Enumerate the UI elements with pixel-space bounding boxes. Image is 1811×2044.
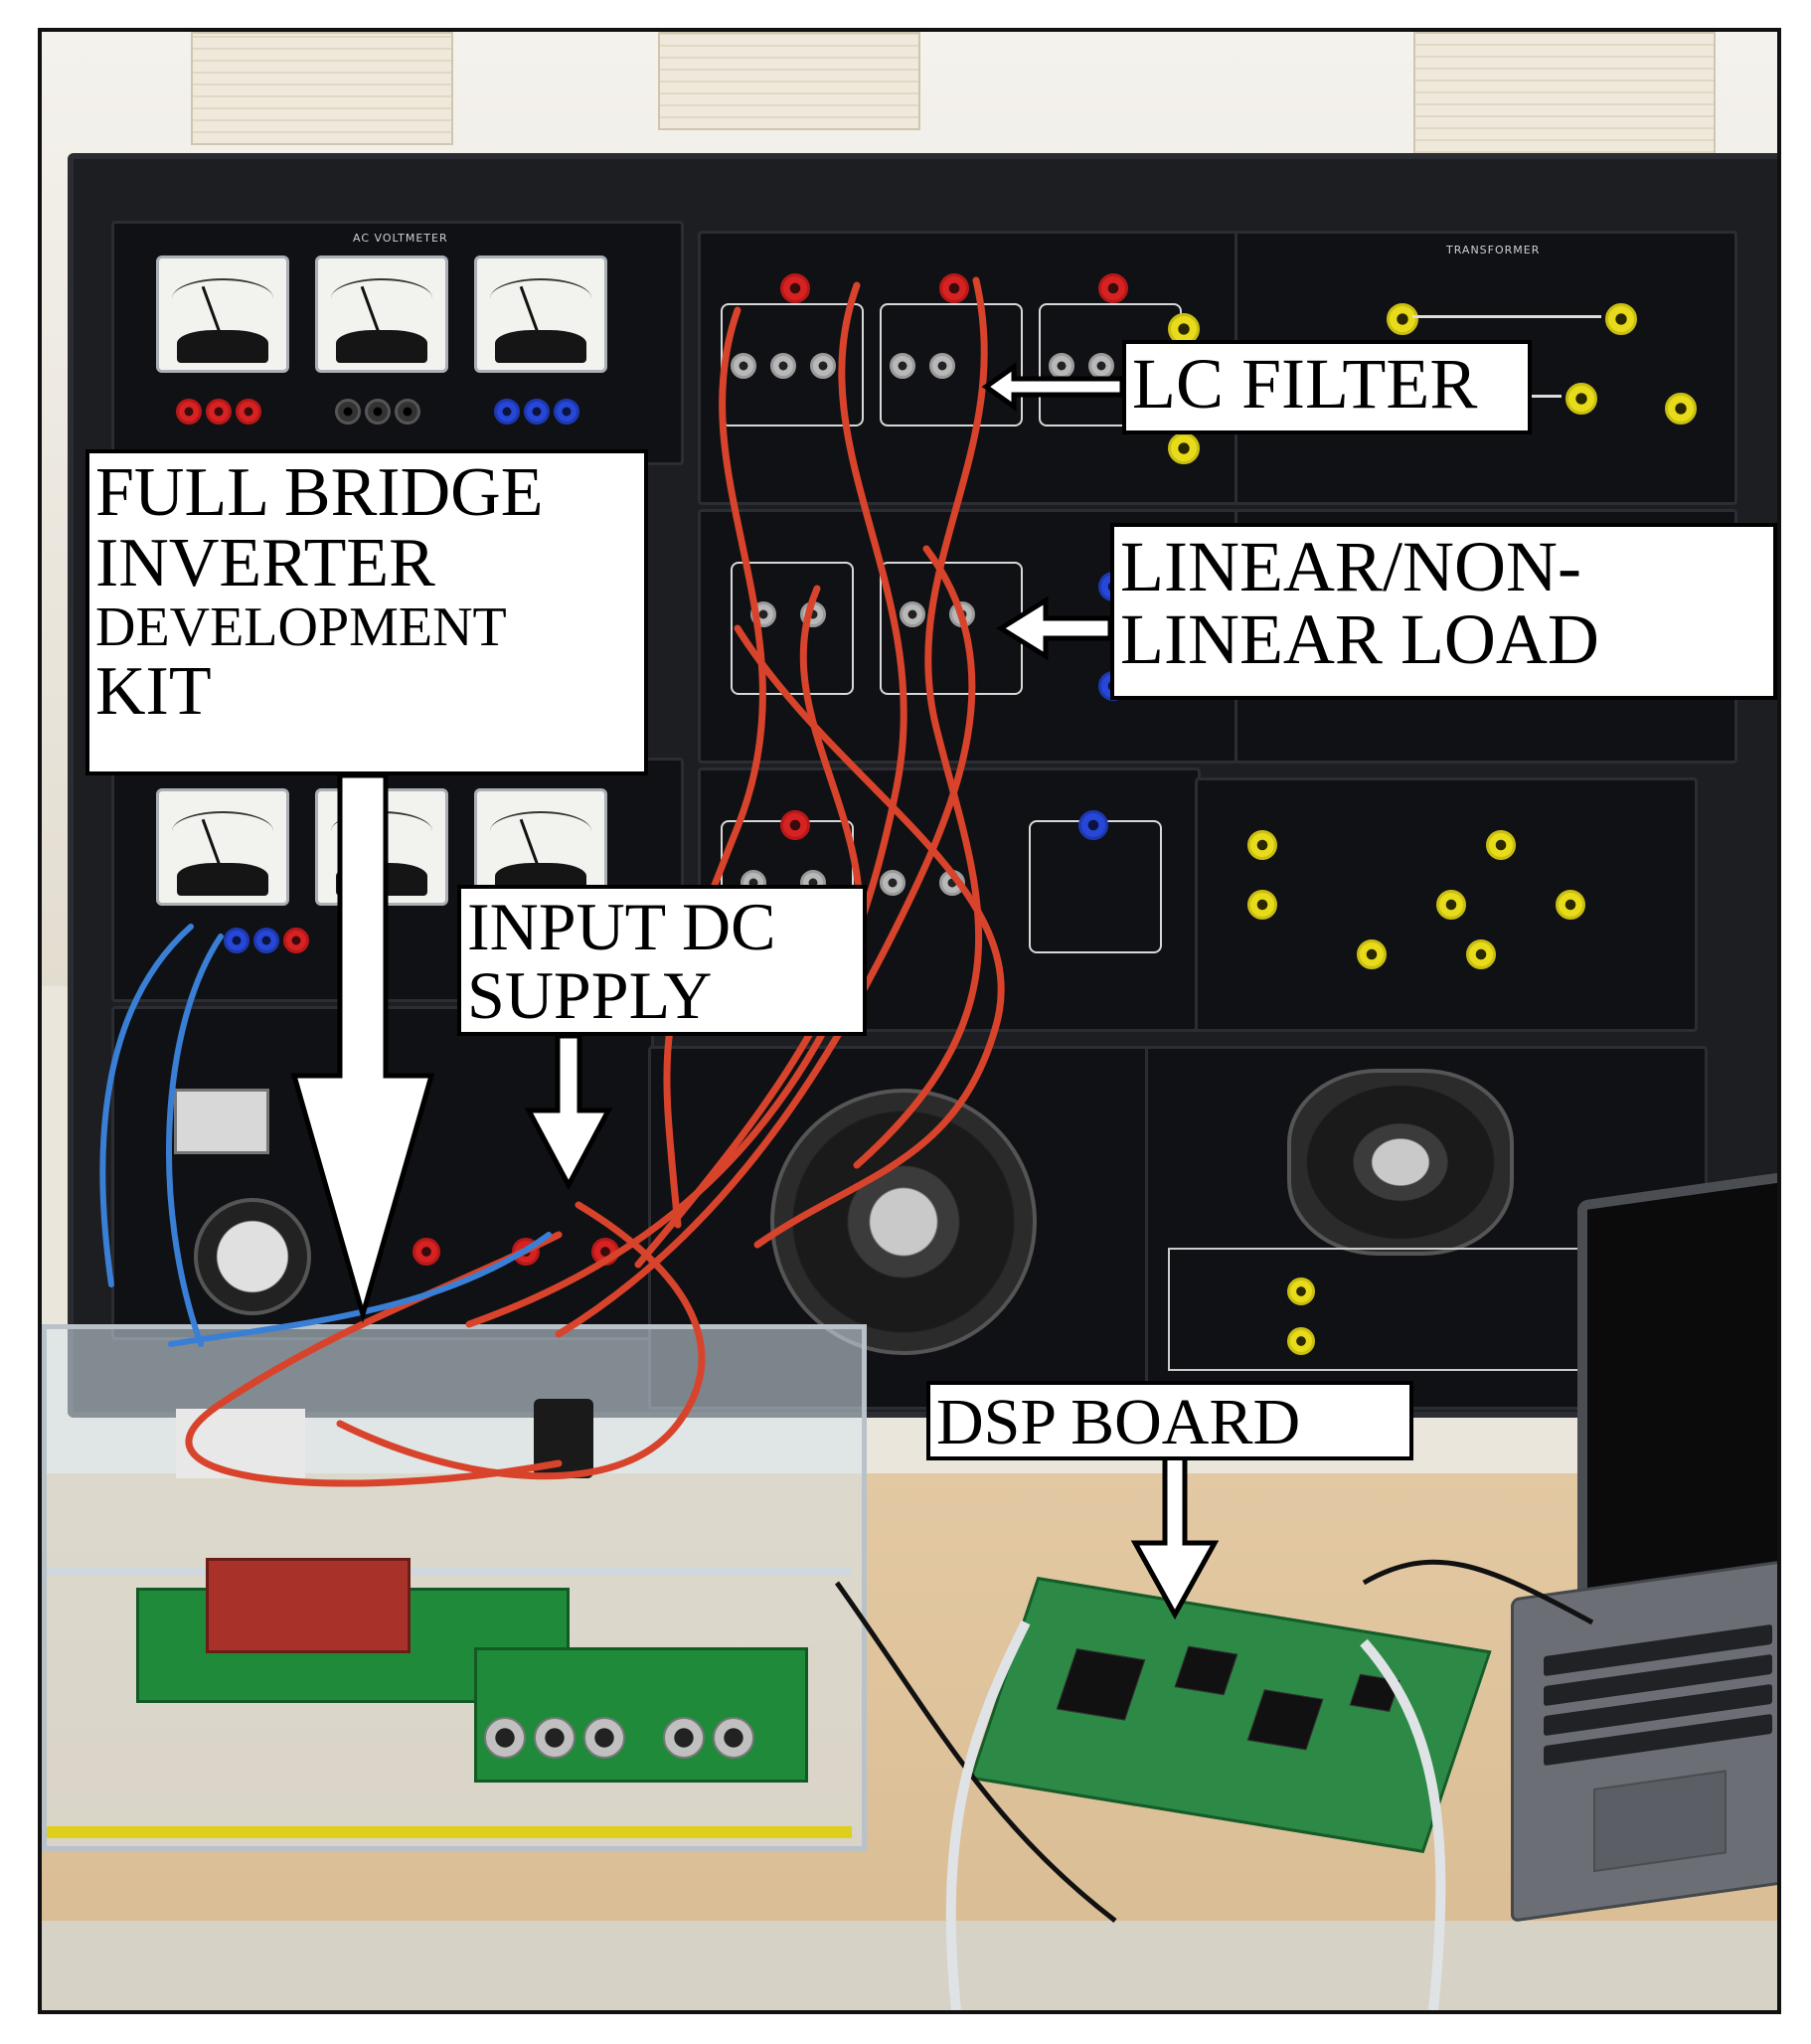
blue-jack [554,399,579,425]
yellow-jack [1287,1278,1315,1305]
lc-filter-label: LC FILTER [1122,340,1532,434]
load-left-arrow [996,596,1113,661]
label-line: FULL BRIDGE [95,454,544,531]
bnc-connector [583,1717,625,1759]
analog-meter [156,256,289,373]
yellow-jack [1565,383,1597,415]
blue-jack [494,399,520,425]
bnc-connector [663,1717,705,1759]
yellow-jack [1357,939,1387,969]
dsp-board-label: DSP BOARD [926,1381,1413,1460]
ac-voltmeter-panel: AC VOLTMETER [111,221,684,465]
panel-title: TRANSFORMER [1446,244,1541,256]
transformer-panel [1195,777,1698,1032]
yellow-jack [1556,890,1585,920]
inverter-kit-enclosure [42,1324,867,1851]
full-bridge-down-arrow [290,772,435,1324]
window-blind [1413,32,1716,165]
yellow-jack [1247,890,1277,920]
label-line: LINEAR/NON- [1120,527,1581,606]
yellow-jack [1287,1327,1315,1355]
window-blind [191,32,453,145]
shelf-edge [47,1568,852,1576]
dynamometer-wheel [1287,1069,1514,1256]
black-jack [365,399,391,425]
power-pcb [474,1647,808,1783]
yellow-edge-strip [47,1826,852,1838]
red-jack [1098,273,1128,303]
black-jack [395,399,420,425]
annotation-arrows [290,362,1220,1620]
yellow-jack [1665,393,1697,425]
label-line: KIT [95,652,212,730]
blue-jack [524,399,550,425]
full-bridge-label: FULL BRIDGE INVERTER DEVELOPMENT KIT [85,449,648,775]
analog-meter [315,256,448,373]
silver-jack [1088,353,1114,379]
red-jack [206,399,232,425]
red-jack [176,399,202,425]
photo-frame: AC VOLTMETER TRANSFORMER [38,28,1781,2014]
yellow-jack [1247,830,1277,860]
analog-meter [156,788,289,906]
input-dc-label: INPUT DC SUPPLY [457,885,867,1036]
bnc-connector [534,1717,576,1759]
label-line: LC FILTER [1132,344,1478,424]
winding-line [1412,315,1601,318]
panel-title: AC VOLTMETER [353,232,448,245]
lc-filter-left-arrow [981,362,1125,412]
label-line: INVERTER [95,525,435,602]
yellow-jack [1486,830,1516,860]
label-line: INPUT DC [467,889,776,964]
yellow-jack [1605,303,1637,335]
label-line: DSP BOARD [936,1386,1301,1458]
red-jack [283,928,309,953]
blue-jack [1078,810,1108,840]
label-line: SUPPLY [467,957,713,1034]
yellow-jack [1466,939,1496,969]
dsp-down-arrow [1130,1450,1220,1620]
red-jack [236,399,261,425]
blue-jack [224,928,249,953]
window-blind [658,32,920,130]
bnc-connector [713,1717,754,1759]
silver-jack [1049,353,1074,379]
input-dc-down-arrow [524,1033,613,1191]
blue-jack [253,928,279,953]
floor [42,1921,1777,2010]
bnc-connector [484,1717,526,1759]
label-line: LINEAR LOAD [1120,599,1599,680]
analog-meter [474,256,607,373]
yellow-jack [1387,303,1418,335]
yellow-jack [1436,890,1466,920]
load-label: LINEAR/NON- LINEAR LOAD [1110,523,1777,700]
interface-pcb [206,1558,411,1653]
label-line: DEVELOPMENT [95,596,507,658]
black-jack [335,399,361,425]
